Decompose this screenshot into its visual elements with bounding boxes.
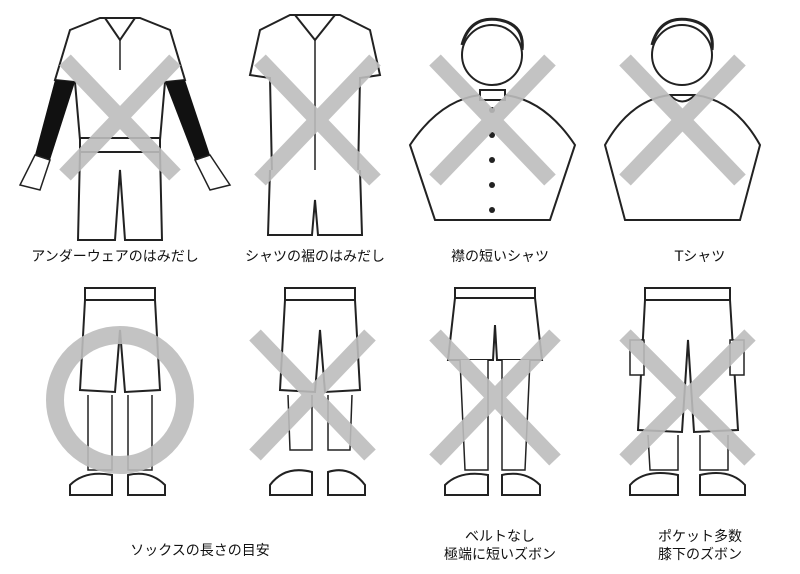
item-short-collar-shirt: 襟の短いシャツ (400, 0, 600, 265)
circle-mark (46, 326, 194, 474)
item-t-shirt: Tシャツ (600, 0, 800, 265)
cross-mark (429, 54, 556, 186)
figure-untucked-shirt (248, 14, 382, 236)
caption: アンダーウェアのはみだし (31, 249, 199, 265)
figure-shirt-with-black-undersleeves (18, 17, 232, 241)
item-correct-socks: ソックスの長さの目安 (0, 280, 400, 574)
figure-short-collar-shirt (408, 17, 577, 221)
figure-short-pants-no-belt (429, 287, 561, 496)
figure-t-shirt (603, 17, 762, 221)
item-short-pants: ベルトなし 極端に短いズボン (400, 280, 600, 574)
figure-pants-socks (46, 287, 376, 496)
caption: 襟の短いシャツ (451, 249, 549, 265)
item-undershirt: アンダーウェアのはみだし (0, 0, 232, 265)
caption: ベルトなし 極端に短いズボン (444, 529, 556, 563)
cross-mark (619, 329, 756, 466)
cross-mark (619, 54, 746, 186)
figure-cargo-pants (619, 287, 756, 496)
caption: Tシャツ (674, 249, 726, 265)
cross-mark (429, 329, 561, 466)
item-cargo-pants: ポケット多数 膝下のズボン (600, 280, 800, 574)
caption: ソックスの長さの目安 (130, 543, 270, 559)
caption: シャツの裾のはみだし (245, 249, 385, 265)
cross-mark (249, 329, 376, 461)
item-untucked-shirt: シャツの裾のはみだし (230, 0, 400, 265)
caption: ポケット多数 膝下のズボン (658, 529, 742, 563)
cross-mark (59, 54, 181, 181)
cross-mark (254, 54, 381, 186)
